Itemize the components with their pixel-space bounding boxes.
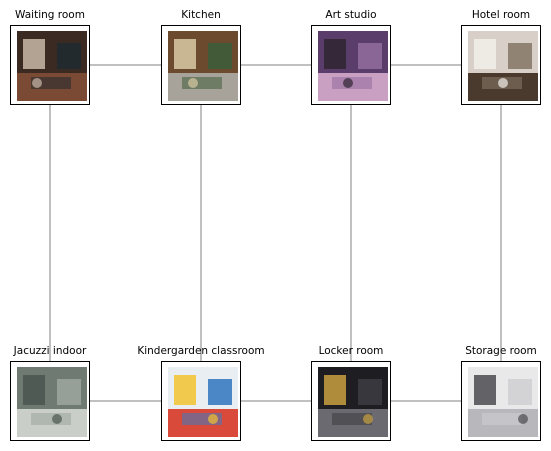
room-label-hotel-room: Hotel room <box>471 9 531 21</box>
room-frame-waiting-room <box>10 25 90 105</box>
locker-room-photo <box>318 367 388 437</box>
classroom-photo <box>168 367 238 437</box>
kitchen-photo <box>168 31 238 101</box>
room-frame-storage-room <box>461 361 541 441</box>
room-frame-locker-room <box>311 361 391 441</box>
room-frame-jacuzzi-indoor <box>10 361 90 441</box>
room-label-locker-room: Locker room <box>318 345 384 357</box>
room-frame-kindergarden-classroom <box>161 361 241 441</box>
art-studio-photo <box>318 31 388 101</box>
storage-room-photo <box>468 367 538 437</box>
room-frame-kitchen <box>161 25 241 105</box>
room-label-kindergarden-classroom: Kindergarden classroom <box>137 345 265 357</box>
room-label-jacuzzi-indoor: Jacuzzi indoor <box>13 345 87 357</box>
room-frame-art-studio <box>311 25 391 105</box>
hotel-room-photo <box>468 31 538 101</box>
room-frame-hotel-room <box>461 25 541 105</box>
jacuzzi-photo <box>17 367 87 437</box>
room-label-waiting-room: Waiting room <box>15 9 85 21</box>
room-label-kitchen: Kitchen <box>181 9 221 21</box>
waiting-room-photo <box>17 31 87 101</box>
room-label-art-studio: Art studio <box>325 9 377 21</box>
room-label-storage-room: Storage room <box>465 345 537 357</box>
